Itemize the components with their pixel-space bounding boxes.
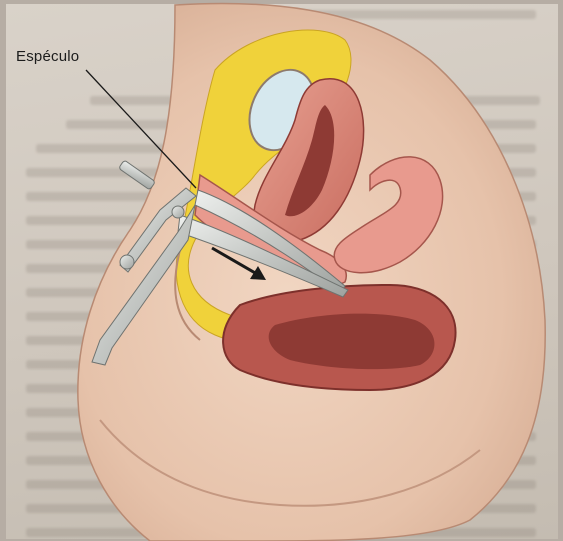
- speculum-label: Espéculo: [16, 48, 79, 65]
- rectum-lumen: [269, 314, 435, 369]
